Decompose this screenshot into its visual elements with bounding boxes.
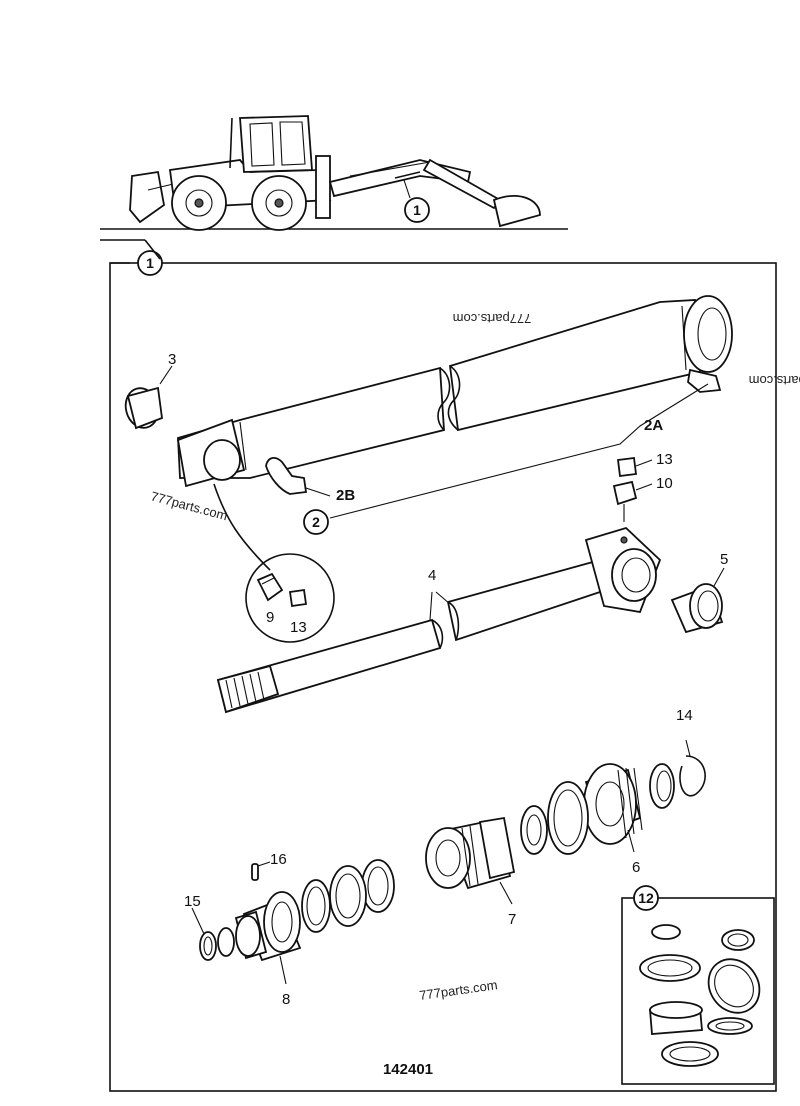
dipper-arm: [422, 158, 502, 210]
bush-5: [670, 583, 724, 634]
label-2b: 2B: [336, 487, 355, 504]
label-5: 5: [720, 551, 728, 568]
callout-2: [303, 509, 329, 535]
grease-nipple-detail-circle: [245, 553, 335, 643]
label-13: 13: [656, 451, 673, 468]
label-2: 2: [312, 514, 320, 530]
exhaust-stack: [229, 117, 233, 169]
watermark-bottom: 777parts.com: [418, 977, 498, 1003]
piston-head-7: [425, 816, 516, 890]
label-7: 7: [508, 911, 516, 928]
grease-nipple-10: [612, 480, 638, 506]
label-3: 3: [168, 351, 176, 368]
label-2a: 2A: [644, 417, 663, 434]
label-10: 10: [656, 475, 673, 492]
backhoe-loader-illustration: [100, 115, 568, 231]
cap-13: [616, 456, 638, 478]
wiper-ring-15: [199, 927, 235, 961]
grease-nipple-9: [256, 572, 284, 602]
label-4: 4: [428, 567, 436, 584]
bush-3: [124, 386, 163, 430]
seal-kit-box: [621, 897, 775, 1085]
label-8: 8: [282, 991, 290, 1008]
machine-callout: [404, 197, 430, 223]
seal-kit-callout: [633, 885, 659, 911]
circlip-14: [679, 755, 706, 797]
gland-8: [234, 891, 302, 962]
frame-callout: [137, 250, 163, 276]
label-12: 12: [638, 890, 654, 906]
stabiliser-leg: [315, 155, 331, 219]
watermark-edge: 777parts.com: [749, 373, 800, 388]
label-13-detail: 13: [290, 619, 307, 636]
label-6: 6: [632, 859, 640, 876]
front-bucket: [129, 170, 165, 224]
label-16: 16: [270, 851, 287, 868]
port-2b: [265, 457, 308, 495]
port-2a: [687, 368, 722, 393]
label-14: 14: [676, 707, 693, 724]
pin-16: [251, 863, 259, 881]
seal-kit-items: [639, 924, 761, 1067]
backhoe-bucket: [492, 195, 541, 228]
watermark-upside-down: 777parts.com: [453, 311, 532, 326]
label-15: 15: [184, 893, 201, 910]
label-9: 9: [266, 609, 274, 626]
cap-13-detail: [288, 588, 308, 608]
piston-ring-set: [520, 763, 675, 855]
machine-callout-text: 1: [413, 202, 421, 218]
seal-set-left: [301, 859, 395, 933]
cab: [239, 115, 313, 173]
piston-rod: [216, 526, 662, 714]
cylinder-barrel: [176, 295, 733, 495]
diagram-frame: [109, 262, 777, 1092]
diagram-reference-number: 142401: [383, 1061, 433, 1078]
frame-callout-text: 1: [146, 255, 154, 271]
